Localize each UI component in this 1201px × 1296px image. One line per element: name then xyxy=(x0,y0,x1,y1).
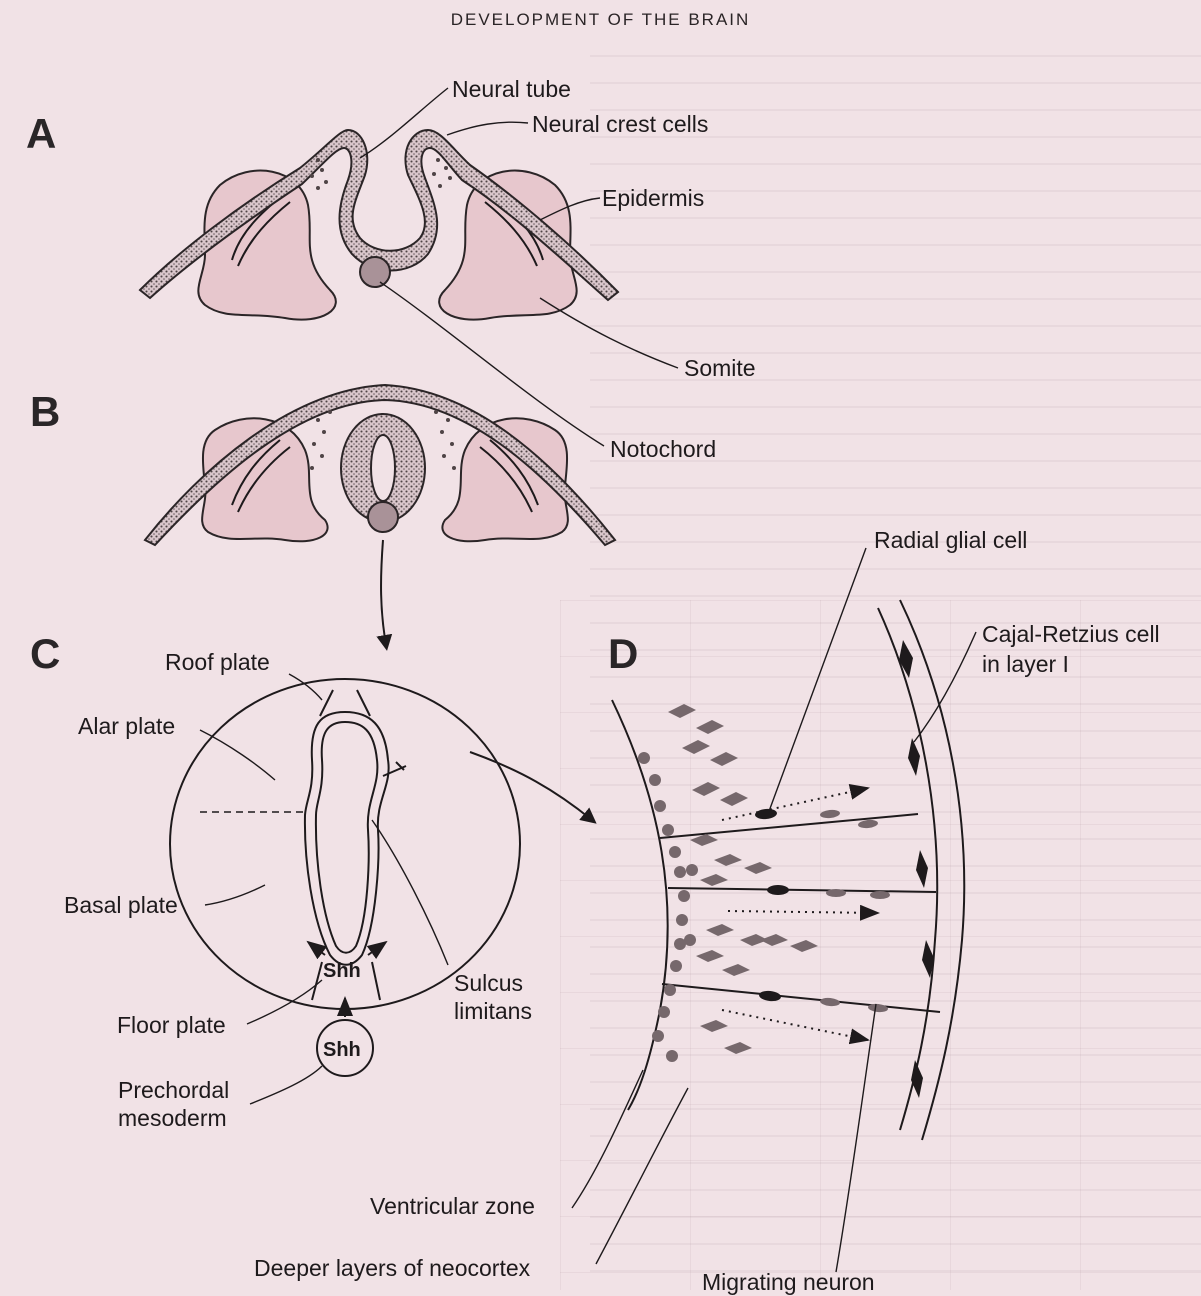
neural-crest-dots-a xyxy=(310,158,452,190)
panel-letter-d: D xyxy=(608,630,638,677)
lumen-inner-c xyxy=(316,722,378,953)
label-somite: Somite xyxy=(684,355,756,381)
label-deeper-layers: Deeper layers of neocortex xyxy=(254,1255,531,1281)
label-epidermis: Epidermis xyxy=(602,185,704,211)
label-migrating-neuron: Migrating neuron xyxy=(702,1269,875,1295)
label-prechordal-line1: Prechordal xyxy=(118,1077,229,1103)
panel-d-cortex xyxy=(612,600,964,1140)
label-floor-plate: Floor plate xyxy=(117,1012,226,1038)
panel-b-neural-tube xyxy=(145,385,615,545)
label-radial-glial-cell: Radial glial cell xyxy=(874,527,1027,553)
label-cajal-line2: in layer I xyxy=(982,651,1069,677)
label-shh-floor: Shh xyxy=(323,960,361,982)
label-neural-crest-cells: Neural crest cells xyxy=(532,111,708,137)
label-shh-mesoderm: Shh xyxy=(323,1039,361,1061)
radial-glial-fiber-1 xyxy=(660,814,918,838)
label-roof-plate: Roof plate xyxy=(165,649,270,675)
panel-letter-c: C xyxy=(30,630,60,677)
label-alar-plate: Alar plate xyxy=(78,713,175,739)
panel-a-neural-groove xyxy=(140,130,618,320)
label-sulcus-line2: limitans xyxy=(454,998,532,1024)
label-notochord: Notochord xyxy=(610,436,716,462)
arrow-b-to-c xyxy=(381,540,386,645)
label-prechordal-line2: mesoderm xyxy=(118,1105,227,1131)
panel-letter-b: B xyxy=(30,388,60,435)
radial-glial-fiber-2 xyxy=(668,888,936,892)
migrating-cells xyxy=(668,704,818,1054)
label-basal-plate: Basal plate xyxy=(64,892,178,918)
cajal-retzius-cells xyxy=(899,640,934,1098)
panel-letter-a: A xyxy=(26,110,56,157)
label-sulcus-line1: Sulcus xyxy=(454,970,523,996)
notochord-a xyxy=(360,257,390,287)
label-ventricular-zone: Ventricular zone xyxy=(370,1193,535,1219)
arrow-c-to-d xyxy=(470,752,592,820)
radial-glial-fiber-3 xyxy=(662,984,940,1012)
notochord-b xyxy=(368,502,398,532)
label-cajal-line1: Cajal-Retzius cell xyxy=(982,621,1160,647)
label-neural-tube: Neural tube xyxy=(452,76,571,102)
